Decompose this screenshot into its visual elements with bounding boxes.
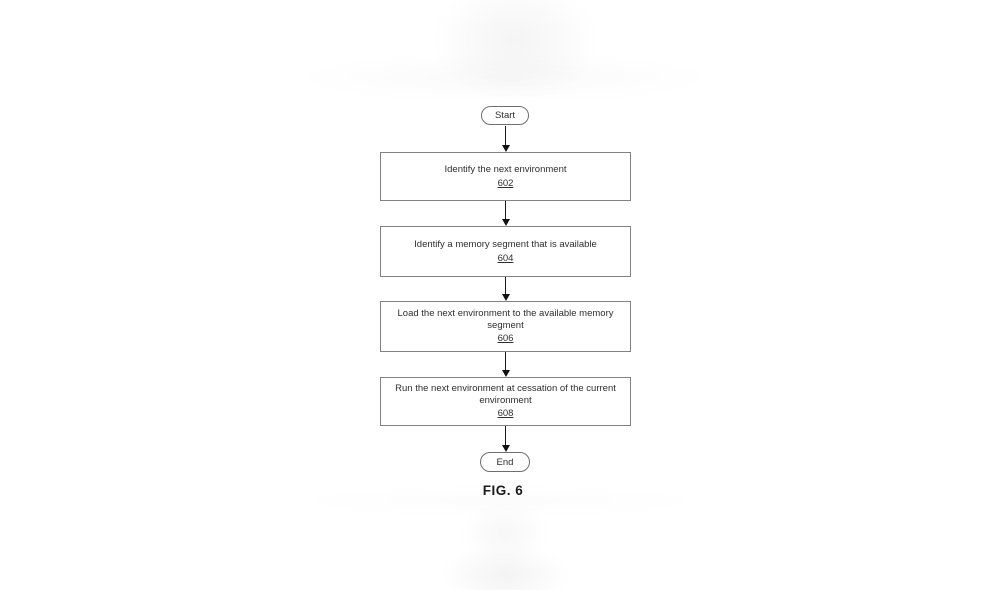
scan-smudge-bottom: [440, 545, 570, 590]
step-label: Identify a memory segment that is availa…: [414, 239, 597, 251]
flowchart-step-602: Identify the next environment 602: [380, 152, 631, 201]
arrow-down-icon: [501, 201, 510, 226]
flowchart-start-terminal: Start: [481, 106, 529, 125]
flowchart-step-604: Identify a memory segment that is availa…: [380, 226, 631, 277]
flowchart-step-608: Run the next environment at cessation of…: [380, 377, 631, 426]
arrow-down-icon: [501, 277, 510, 301]
scan-smudge-top-band: [300, 55, 710, 100]
flowchart-end-terminal: End: [480, 452, 530, 472]
figure-caption: FIG. 6: [482, 483, 524, 498]
step-ref: 602: [497, 177, 514, 189]
end-label: End: [496, 456, 514, 468]
scan-smudge-bottom: [460, 505, 550, 560]
step-label: Identify the next environment: [444, 164, 567, 176]
step-ref: 604: [497, 252, 514, 264]
scan-smudge-top: [430, 0, 600, 100]
step-label: Run the next environment at cessation of…: [395, 383, 616, 406]
step-label: Load the next environment to the availab…: [397, 308, 614, 331]
arrow-down-icon: [501, 352, 510, 377]
step-ref: 606: [497, 333, 514, 345]
arrow-down-icon: [501, 426, 510, 452]
flowchart-step-606: Load the next environment to the availab…: [380, 301, 631, 352]
start-label: Start: [494, 110, 516, 121]
step-ref: 608: [497, 408, 514, 420]
arrow-down-icon: [501, 126, 510, 152]
